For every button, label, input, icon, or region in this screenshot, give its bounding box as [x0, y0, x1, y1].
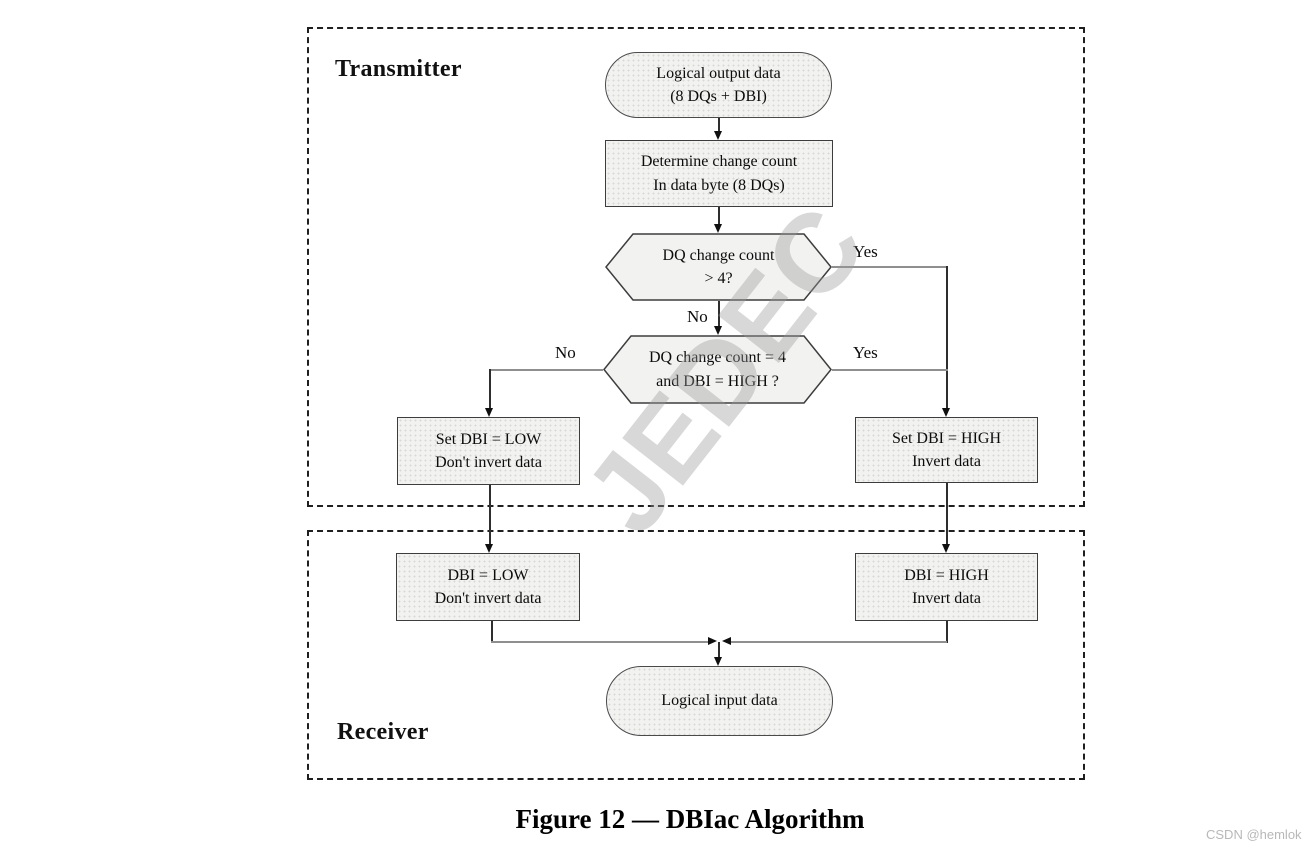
figure-caption: Figure 12 — DBIac Algorithm [515, 804, 865, 834]
node-line: DBI = LOW [447, 566, 529, 584]
connector-segment [946, 266, 948, 409]
node-line: and DBI = HIGH ? [656, 372, 779, 390]
transmitter-label: Transmitter [335, 56, 462, 82]
node-line: Set DBI = HIGH [891, 429, 1001, 447]
connector-segment [718, 301, 720, 327]
transmitter-region-box [307, 27, 1085, 507]
node-line: (8 DQs + DBI) [670, 88, 767, 105]
node-line: Determine change count [640, 153, 798, 171]
connector-segment [491, 621, 493, 643]
node-logical-input-data-text: Logical input data [606, 666, 833, 736]
arrowhead-right [708, 637, 717, 645]
connector-segment [832, 266, 948, 268]
node-line: Set DBI = LOW [435, 430, 542, 448]
node-line: Don't invert data [435, 454, 542, 471]
node-line: Logical output data [656, 64, 781, 82]
node-line: DBI = HIGH [904, 566, 989, 584]
node-logical-output-data-text: Logical output data (8 DQs + DBI) [605, 52, 832, 118]
connector-segment [490, 369, 603, 371]
arrowhead-down [714, 131, 722, 140]
connector-segment [946, 621, 948, 643]
node-set-dbi-low [397, 417, 580, 485]
node-line: Don't invert data [434, 590, 542, 607]
connector-segment [489, 369, 491, 409]
edge-label-yes: Yes [853, 343, 878, 362]
node-dbi-high [855, 553, 1038, 621]
node-dbi-low-text: DBI = LOW Don't invert data [396, 553, 580, 621]
node-line: In data byte (8 DQs) [653, 176, 785, 194]
edge-label-no: No [555, 343, 576, 362]
arrowhead-down [714, 657, 722, 666]
connector-segment [731, 641, 947, 643]
node-logical-output-data [605, 52, 832, 118]
arrowhead-down [714, 224, 722, 233]
node-set-dbi-low-text: Set DBI = LOW Don't invert data [397, 417, 580, 485]
node-decision-count-gt4 [605, 233, 832, 301]
connector-segment [491, 641, 708, 643]
arrowhead-down [942, 544, 950, 553]
node-line: > 4? [704, 270, 733, 287]
connector-segment [946, 483, 948, 545]
arrowhead-down [485, 408, 493, 417]
node-dbi-low [396, 553, 580, 621]
node-determine-change-count-text: Determine change count In data byte (8 D… [605, 140, 833, 207]
edge-label-yes: Yes [853, 242, 878, 261]
connector-segment [718, 118, 720, 132]
arrowhead-down [714, 326, 722, 335]
receiver-region-box [307, 530, 1085, 780]
connector-segment [718, 207, 720, 225]
node-line: Invert data [912, 453, 981, 470]
node-determine-change-count [605, 140, 833, 207]
node-logical-input-data [606, 666, 833, 736]
edge-label-no: No [687, 307, 708, 326]
connector-segment [718, 642, 720, 658]
node-line: DQ change count [662, 246, 775, 264]
node-line: Logical input data [661, 692, 778, 710]
csdn-credit: CSDN @hemlok [1206, 827, 1302, 842]
arrowhead-down [942, 408, 950, 417]
receiver-label: Receiver [337, 719, 429, 745]
connector-segment [832, 369, 948, 371]
hexagon-shape [603, 335, 832, 404]
node-set-dbi-high [855, 417, 1038, 483]
node-line: DQ change count = 4 [649, 349, 786, 367]
arrowhead-left [722, 637, 731, 645]
node-decision-count-eq4-text: DQ change count = 4 and DBI = HIGH ? [603, 335, 832, 404]
node-decision-count-gt4-text: DQ change count > 4? [605, 233, 832, 301]
connector-segment [489, 485, 491, 545]
arrowhead-down [485, 544, 493, 553]
node-decision-count-eq4 [603, 335, 832, 404]
node-dbi-high-text: DBI = HIGH Invert data [855, 553, 1038, 621]
node-set-dbi-high-text: Set DBI = HIGH Invert data [855, 417, 1038, 483]
hexagon-shape [605, 233, 832, 301]
node-line: Invert data [912, 590, 981, 607]
